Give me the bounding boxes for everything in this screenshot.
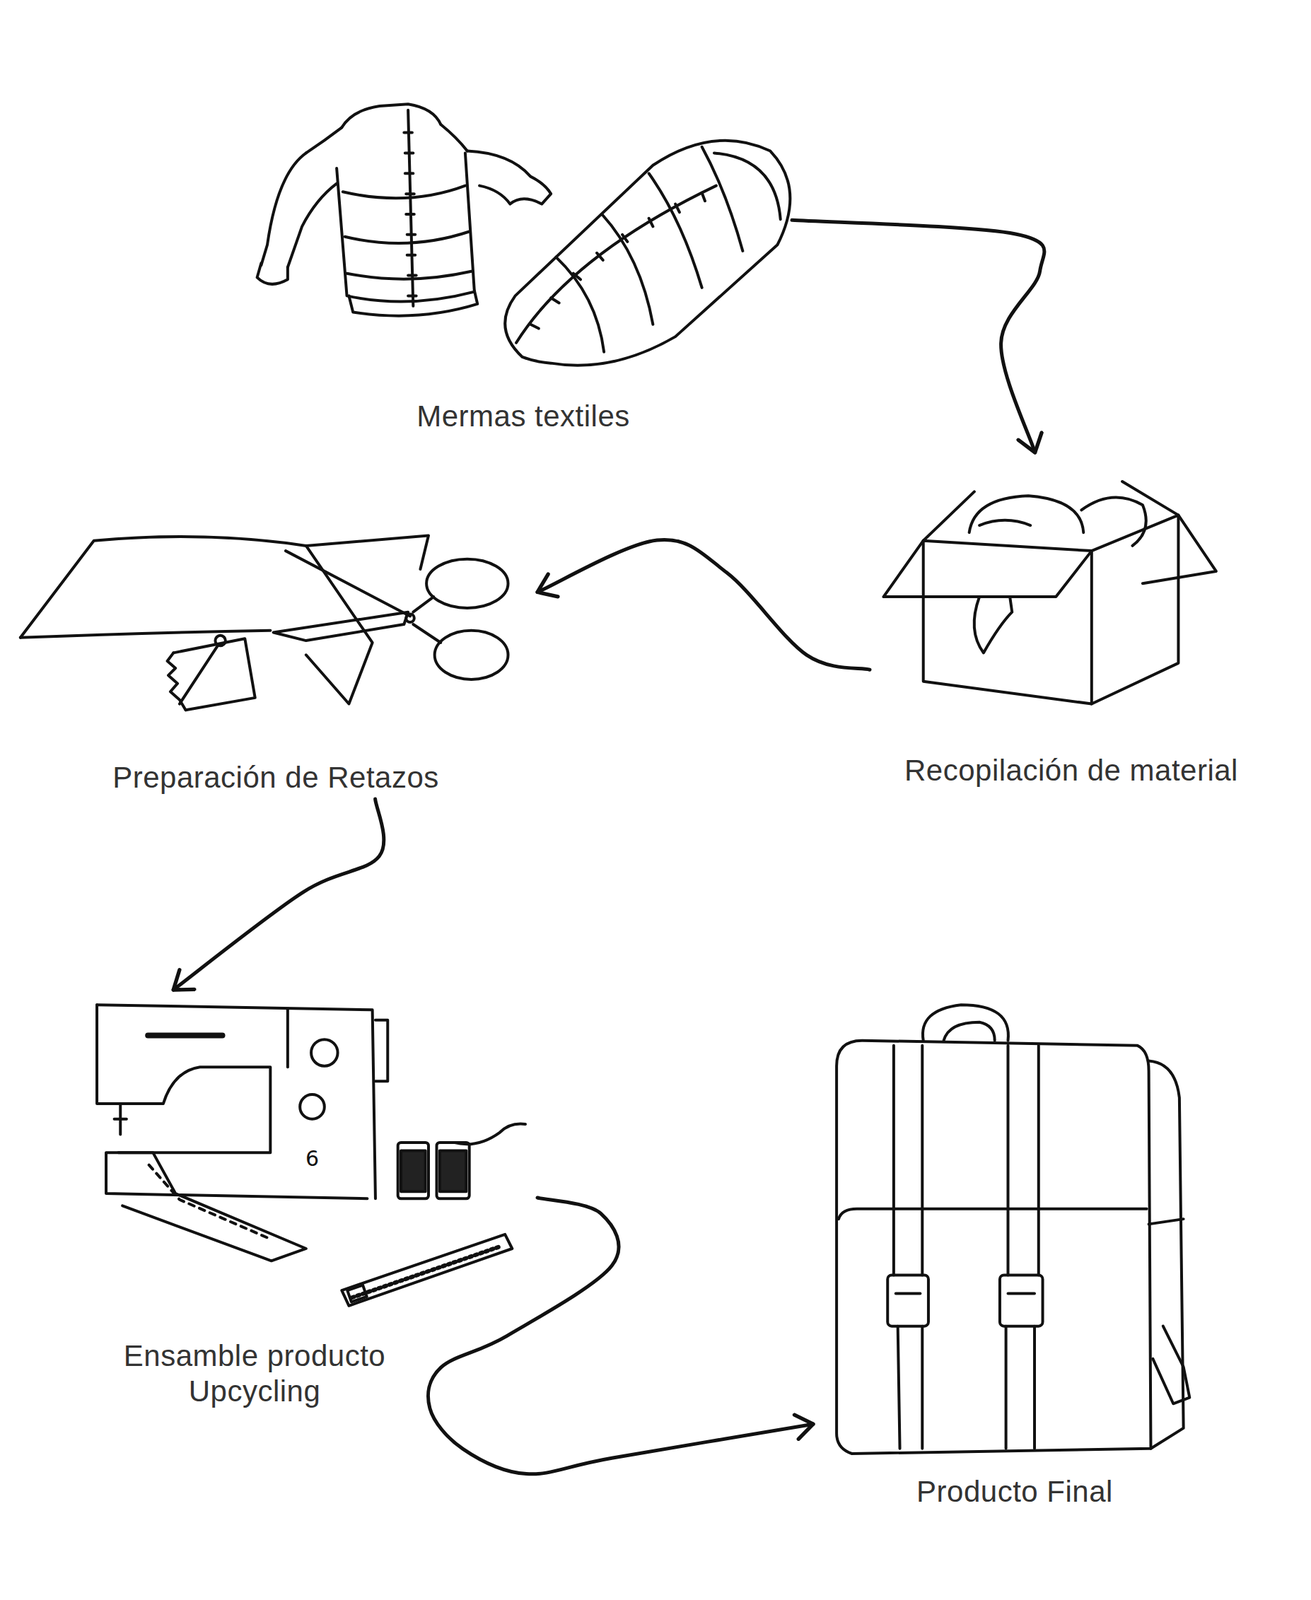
zipper-stroke [347, 1285, 367, 1303]
flow-arrow [428, 1197, 814, 1475]
puffer-jacket-stroke [306, 127, 342, 153]
process-stage: Preparación de Retazos [14, 523, 538, 800]
zipper-stroke [341, 1234, 512, 1307]
puffer-jacket-stroke [341, 103, 441, 128]
puffer-jacket-stroke [467, 151, 551, 205]
puffer-jacket [257, 103, 552, 316]
fabric-and-scissors-stroke [214, 635, 225, 646]
sleeping-bag-stroke [702, 147, 744, 252]
fabric-and-scissors-stroke [20, 630, 271, 638]
fabric-and-scissors-stroke [285, 550, 411, 616]
sewing-machine-stroke [114, 1103, 127, 1135]
sewing-machine-stroke [311, 1039, 339, 1067]
backpack-stroke [836, 1040, 1151, 1454]
zipper-stroke [352, 1246, 500, 1298]
stage-label: Mermas textiles [254, 398, 792, 435]
backpack-stroke [898, 1326, 1035, 1449]
sewing-machine-stroke [149, 1165, 272, 1240]
fabric-and-scissors-stroke [179, 644, 219, 705]
fabric-and-scissors-stroke [273, 612, 409, 641]
thread-spools-stroke [453, 1123, 526, 1145]
sleeping-bag-stroke [516, 185, 717, 343]
backpack-stroke [1152, 1326, 1190, 1405]
puffer-jacket-stroke [260, 152, 337, 268]
sewing-machine-stroke [147, 1032, 223, 1039]
flow-arrow [173, 799, 384, 990]
fabric-and-scissors-stroke [434, 630, 509, 680]
backpack-stroke [944, 1022, 995, 1041]
collection-box-stroke [883, 540, 1092, 597]
backpack-stroke [895, 1291, 1035, 1295]
sleeping-bag-stroke [601, 214, 653, 325]
backpack-stroke [1149, 1219, 1184, 1225]
thread-spools-stroke [400, 1150, 426, 1192]
sewing-machine [96, 1004, 388, 1261]
puffer-jacket-stroke [440, 124, 468, 152]
puffer-jacket-stroke [257, 263, 288, 285]
process-stage: Producto Final [813, 989, 1217, 1514]
sleeping-bag-stroke [504, 140, 790, 366]
backpack [836, 1004, 1190, 1454]
fabric-and-scissors-stroke [412, 596, 441, 643]
backpack-stroke [922, 1004, 1009, 1041]
sleeping-bag-stroke [714, 152, 781, 220]
collection-box-stroke [1081, 497, 1146, 546]
sewing-machine-stroke [96, 1004, 367, 1199]
flow-arrow [537, 539, 870, 670]
thread-spools-stroke [398, 1142, 429, 1199]
collection-box-stroke [979, 520, 1031, 526]
fabric-and-scissors-stroke [20, 535, 429, 638]
stage-label: Ensamble producto Upcycling [70, 1338, 439, 1410]
thread-spools [398, 1123, 526, 1199]
collection-box-stroke [974, 596, 1013, 653]
sewing-machine-stroke [375, 1020, 388, 1082]
dial-number: 6 [305, 1148, 319, 1170]
backpack-stroke [893, 1045, 1039, 1276]
fabric-and-scissors-stroke [167, 652, 186, 710]
fabric-and-scissors-stroke [426, 559, 508, 609]
backpack-stroke [838, 1209, 1147, 1220]
sleeping-bag-stroke [530, 193, 705, 329]
stage-label: Preparación de Retazos [14, 760, 538, 796]
puffer-jacket-stroke [342, 185, 466, 199]
zipper [341, 1234, 512, 1307]
process-stage: Mermas textiles [254, 91, 792, 439]
sleeping-bag-stroke [649, 173, 703, 288]
process-stage: Ensamble producto Upcycling [70, 989, 538, 1415]
fabric-and-scissors-stroke [173, 638, 255, 710]
process-stage: Recopilación de material [869, 452, 1273, 792]
thread-spools-stroke [437, 1142, 470, 1199]
stage-label: Producto Final [813, 1474, 1217, 1510]
sewing-machine-stroke [118, 1152, 306, 1261]
flow-arrow [791, 219, 1045, 453]
fabric-and-scissors [20, 535, 509, 710]
collection-box-stroke [969, 495, 1085, 533]
collection-box-stroke [923, 540, 1092, 705]
fabric-and-scissors-stroke [405, 614, 415, 623]
sleeping-bag [504, 140, 790, 366]
sewing-machine-stroke [96, 1004, 376, 1199]
puffer-jacket-stroke [336, 152, 475, 302]
stage-label: Recopilación de material [869, 753, 1273, 789]
backpack-stroke [999, 1275, 1044, 1327]
collection-box-stroke [923, 481, 1217, 584]
backpack-stroke [887, 1275, 929, 1327]
sewing-machine-stroke [286, 1009, 290, 1068]
sewing-machine-stroke [299, 1094, 325, 1120]
thread-spools-stroke [439, 1150, 467, 1192]
collection-box [883, 481, 1216, 705]
puffer-jacket-stroke [403, 132, 416, 297]
